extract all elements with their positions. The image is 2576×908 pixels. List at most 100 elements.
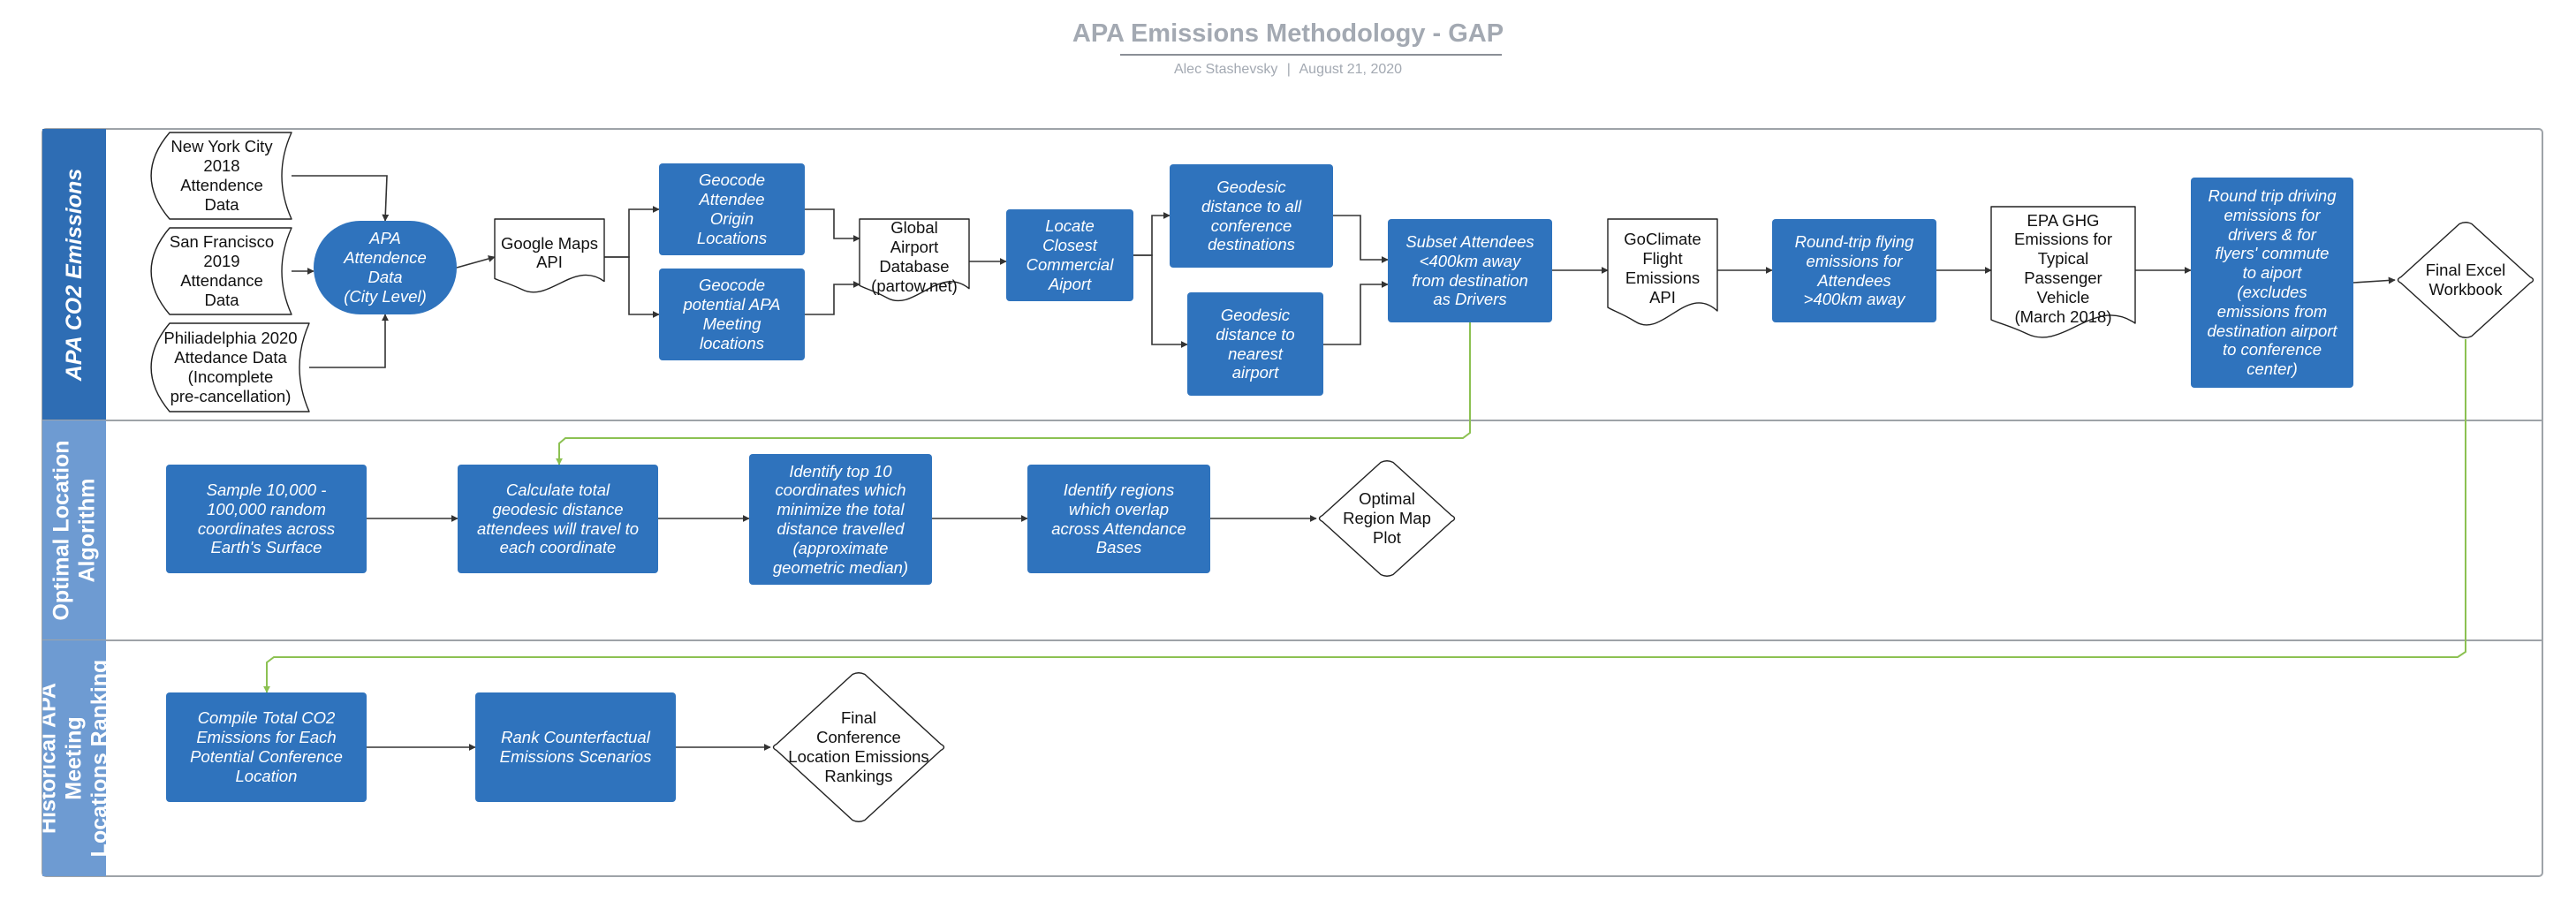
lane-label: Optimal Location Algorithm: [49, 440, 99, 621]
lane-label: Historical APA Meeting Locations Ranking: [42, 660, 106, 858]
lane-label: APA CO2 Emissions: [61, 168, 87, 382]
decision-shape: [2397, 222, 2534, 338]
node-label: Optimal Region Map Plot: [1343, 489, 1431, 547]
node-label: APA Attendence Data (City Level): [344, 229, 427, 306]
node-locate: Locate Closest Commercial Aiport: [1006, 209, 1133, 301]
node-label: Identify top 10 coordinates which minimi…: [772, 461, 909, 577]
document-shape: [859, 218, 970, 302]
node-excel: Final Excel Workbook: [2397, 222, 2534, 338]
node-regions: Identify regions which overlap across At…: [1027, 465, 1210, 573]
node-label: Locate Closest Commercial Aiport: [1026, 216, 1114, 293]
connector-phl-to-apa: [309, 314, 389, 368]
page-title: APA Emissions Methodology - GAP: [1072, 19, 1504, 48]
node-rank: Rank Counterfactual Emissions Scenarios: [475, 692, 676, 802]
node-label-box: Subset Attendees <400km away from destin…: [1405, 231, 1534, 309]
node-label-box: Final Conference Location Emissions Rank…: [788, 708, 929, 785]
node-label: Calculate total geodesic distance attend…: [476, 480, 640, 557]
node-label-box: Global Airport Database (partow.net): [871, 219, 958, 295]
node-label-box: Optimal Region Map Plot: [1343, 489, 1431, 547]
date: August 21, 2020: [1299, 62, 1403, 77]
process-box: [1772, 219, 1936, 322]
lane-co2: APA CO2 Emissions: [42, 129, 106, 420]
node-label: Geocode potential APA Meeting locations: [683, 276, 781, 352]
process-box: [166, 465, 367, 573]
node-label: Rank Counterfactual Emissions Scenarios: [499, 728, 652, 766]
lane-optimal: Optimal Location Algorithm: [42, 420, 2542, 640]
node-label-box: GoClimate Flight Emissions API: [1624, 230, 1701, 306]
node-phl: Philiadelphia 2020 Attedance Data (Incom…: [150, 322, 310, 412]
node-label-box: Round-trip flying emissions for Attendee…: [1794, 231, 1914, 309]
node-label: Identify regions which overlap across At…: [1051, 480, 1186, 557]
terminator-shape: [314, 221, 457, 314]
node-label: Final Excel Workbook: [2425, 261, 2506, 299]
process-box: [749, 454, 932, 585]
process-box: [166, 692, 367, 802]
connector-gmaps-to-geo-meeting: [604, 256, 660, 318]
lane-label-text: APA CO2 Emissions: [61, 168, 87, 382]
node-label: Geodesic distance to all conference dest…: [1201, 177, 1302, 254]
node-label-box: Compile Total CO2 Emissions for Each Pot…: [190, 708, 343, 785]
node-label-box: San Francisco 2019 Attendance Data: [169, 232, 275, 309]
node-geo-meeting: Geocode potential APA Meeting locations: [659, 269, 805, 360]
node-flying: Round-trip flying emissions for Attendee…: [1772, 219, 1936, 322]
decision-shape: [1318, 460, 1456, 577]
connector-locate-to-geod-air: [1133, 254, 1188, 348]
node-label-box: Sample 10,000 - 100,000 random coordinat…: [197, 480, 336, 557]
node-geod-air: Geodesic distance to nearest airport: [1187, 292, 1323, 396]
node-label-box: Geodesic distance to nearest airport: [1216, 305, 1295, 382]
node-label: Round trip driving emissions for drivers…: [2207, 185, 2337, 379]
node-label-box: Calculate total geodesic distance attend…: [476, 480, 640, 557]
lane-header: [42, 640, 106, 876]
connector-geod-air-to-subset: [1323, 281, 1389, 345]
node-label: Philiadelphia 2020 Attedance Data (Incom…: [163, 329, 298, 405]
node-label-box: Rank Counterfactual Emissions Scenarios: [499, 728, 652, 766]
node-label-box: APA Attendence Data (City Level): [344, 229, 427, 306]
connector-geo-meeting-to-airport-db: [805, 281, 860, 315]
process-box: [475, 692, 676, 802]
process-box: [1388, 219, 1552, 322]
node-label: GoClimate Flight Emissions API: [1624, 230, 1701, 306]
stored-data-shape: [150, 322, 310, 412]
node-label: Geodesic distance to nearest airport: [1216, 305, 1295, 382]
lane-label-text: Optimal Location Algorithm: [49, 440, 99, 621]
node-sample: Sample 10,000 - 100,000 random coordinat…: [166, 465, 367, 573]
node-label-box: Final Excel Workbook: [2425, 261, 2506, 299]
node-goclimate: GoClimate Flight Emissions API: [1607, 218, 1718, 326]
node-mapplot: Optimal Region Map Plot: [1318, 460, 1456, 577]
node-geo-origin: Geocode Attendee Origin Locations: [659, 163, 805, 255]
node-geod-all: Geodesic distance to all conference dest…: [1170, 164, 1333, 268]
node-top10: Identify top 10 coordinates which minimi…: [749, 454, 932, 585]
connector-driving-to-excel: [2352, 276, 2396, 284]
node-driving: Round trip driving emissions for drivers…: [2191, 178, 2353, 388]
node-label: San Francisco 2019 Attendance Data: [169, 232, 275, 309]
byline-separator: |: [1286, 62, 1291, 77]
stored-data-shape: [150, 132, 292, 220]
author: Alec Stashevsky: [1173, 62, 1278, 77]
process-box: [1187, 292, 1323, 396]
lane-header: [42, 129, 106, 420]
document-shape: [494, 218, 605, 293]
process-box: [458, 465, 658, 573]
node-label: Round-trip flying emissions for Attendee…: [1794, 231, 1914, 309]
decision-shape: [772, 672, 945, 822]
node-label: Compile Total CO2 Emissions for Each Pot…: [190, 708, 343, 785]
node-subset: Subset Attendees <400km away from destin…: [1388, 219, 1552, 322]
node-gmaps: Google Maps API: [494, 218, 605, 293]
byline: Alec Stashevsky | August 21, 2020: [0, 62, 2576, 78]
process-box: [2191, 178, 2353, 388]
node-nyc: New York City 2018 Attendence Data: [150, 132, 292, 220]
node-label-box: Geodesic distance to all conference dest…: [1201, 177, 1302, 254]
lane-ranking: Historical APA Meeting Locations Ranking: [42, 639, 2542, 876]
node-label: Final Conference Location Emissions Rank…: [788, 708, 929, 785]
node-final-rank: Final Conference Location Emissions Rank…: [772, 672, 945, 822]
node-label-box: Round trip driving emissions for drivers…: [2207, 185, 2337, 379]
document-shape: [1990, 206, 2136, 338]
node-label-box: New York City 2018 Attendence Data: [170, 137, 273, 214]
node-label: New York City 2018 Attendence Data: [170, 137, 273, 214]
header: APA Emissions Methodology - GAP Alec Sta…: [0, 0, 2576, 124]
node-label: Sample 10,000 - 100,000 random coordinat…: [197, 480, 336, 557]
connector-geo-origin-to-airport-db: [805, 208, 860, 242]
node-label: Subset Attendees <400km away from destin…: [1405, 231, 1534, 309]
